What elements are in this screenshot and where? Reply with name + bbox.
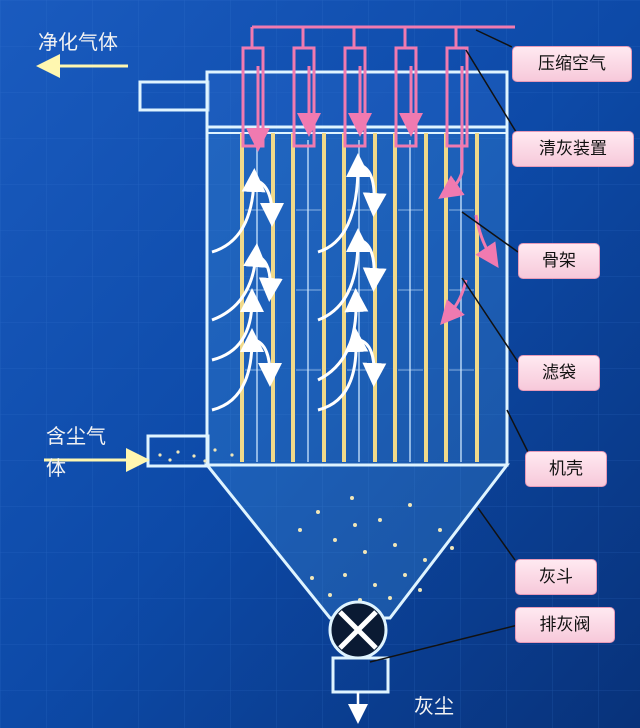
- gas-flow-arrows: [211, 153, 387, 412]
- leader-lines: [369, 29, 529, 663]
- discharge-chute: [331, 656, 390, 694]
- label-filter-bag: 滤袋: [518, 355, 600, 391]
- pulse-arrows: [246, 66, 499, 326]
- label-ash-hopper: 灰斗: [515, 559, 597, 595]
- dusty-gas-text-line1: 含尘气: [46, 424, 106, 448]
- dust-particles: [158, 448, 454, 602]
- ash-hopper-body: [203, 463, 511, 620]
- dust-text: 灰尘: [414, 694, 454, 718]
- label-compressed-air: 压缩空气: [512, 46, 632, 82]
- dusty-gas-text-line2: 体: [46, 456, 66, 480]
- label-frame: 骨架: [518, 243, 600, 279]
- label-cleaning-device: 清灰装置: [512, 131, 634, 167]
- discharge-valve: [328, 600, 388, 660]
- label-discharge-valve: 排灰阀: [515, 607, 615, 643]
- clean-gas-text: 净化气体: [38, 30, 118, 54]
- label-housing: 机壳: [525, 451, 607, 487]
- compressed-air-pipe: [241, 25, 515, 148]
